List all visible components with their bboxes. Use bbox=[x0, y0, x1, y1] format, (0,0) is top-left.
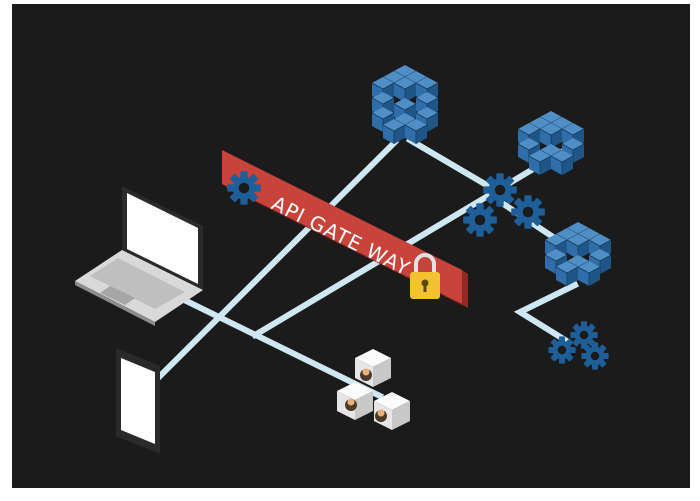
smartphone-icon bbox=[116, 348, 160, 454]
laptop-icon bbox=[75, 186, 203, 326]
gear-icon bbox=[227, 171, 261, 205]
api-gateway-banner: API GATE WAY bbox=[222, 150, 468, 308]
padlock-icon bbox=[410, 253, 440, 299]
user-blocks-icon bbox=[337, 349, 410, 430]
